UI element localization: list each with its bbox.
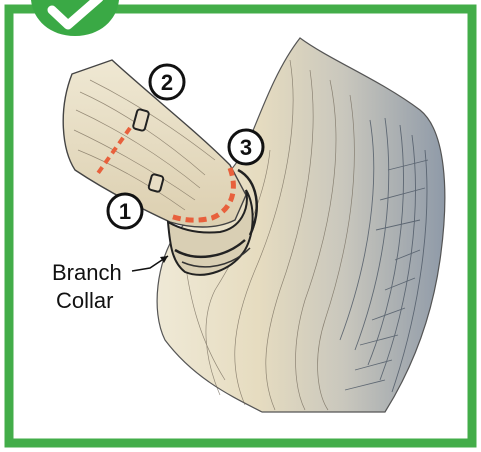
step-3-marker: 3 (229, 130, 263, 164)
callout-line-2: Collar (56, 288, 113, 313)
step-2-label: 2 (161, 70, 173, 95)
step-1-marker: 1 (108, 194, 142, 228)
callout-line-1: Branch (52, 260, 122, 285)
undercut-notch (148, 174, 164, 193)
step-2-marker: 2 (150, 65, 184, 99)
step-1-label: 1 (119, 199, 131, 224)
step-3-label: 3 (240, 135, 252, 160)
